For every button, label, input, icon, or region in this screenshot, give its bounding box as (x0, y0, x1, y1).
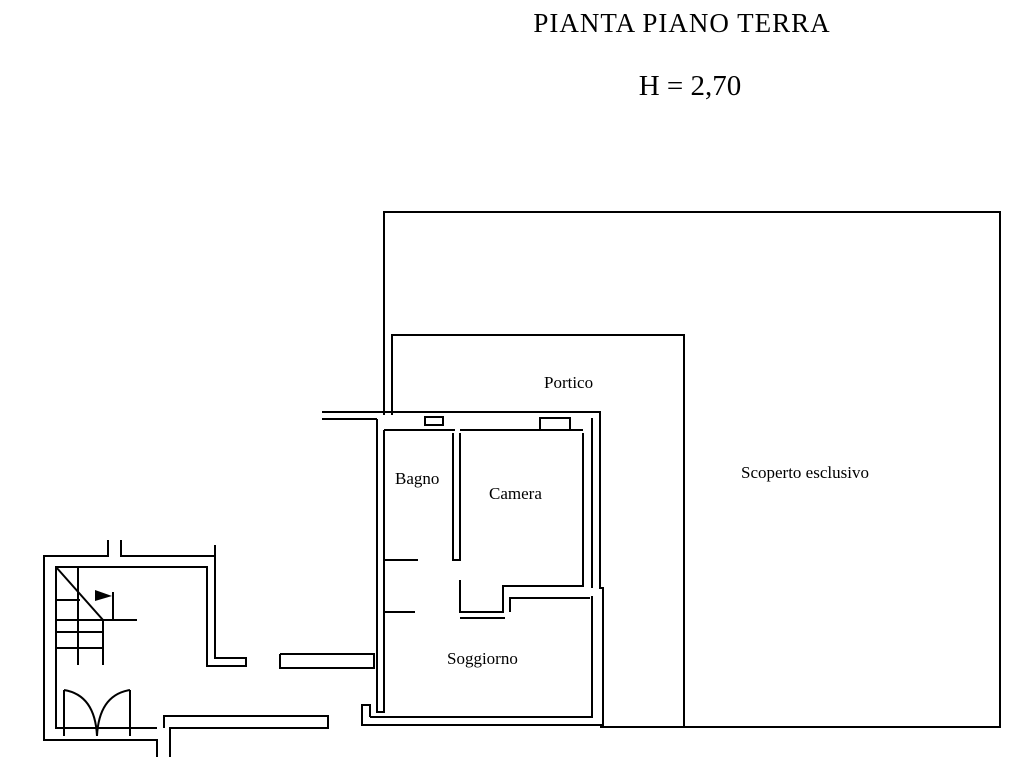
room-label-soggiorno: Soggiorno (447, 649, 518, 668)
room-label-camera: Camera (489, 484, 542, 503)
room-label-bagno: Bagno (395, 469, 439, 488)
portico-boundary (391, 334, 685, 727)
plan-lines (43, 211, 1001, 757)
stair-direction-arrow-icon (95, 590, 112, 601)
scoperto-boundary (383, 211, 1001, 728)
plan-title: PIANTA PIANO TERRA (533, 8, 831, 38)
room-label-portico: Portico (544, 373, 593, 392)
room-label-scoperto: Scoperto esclusivo (741, 463, 869, 482)
ceiling-height-label: H = 2,70 (638, 70, 742, 102)
